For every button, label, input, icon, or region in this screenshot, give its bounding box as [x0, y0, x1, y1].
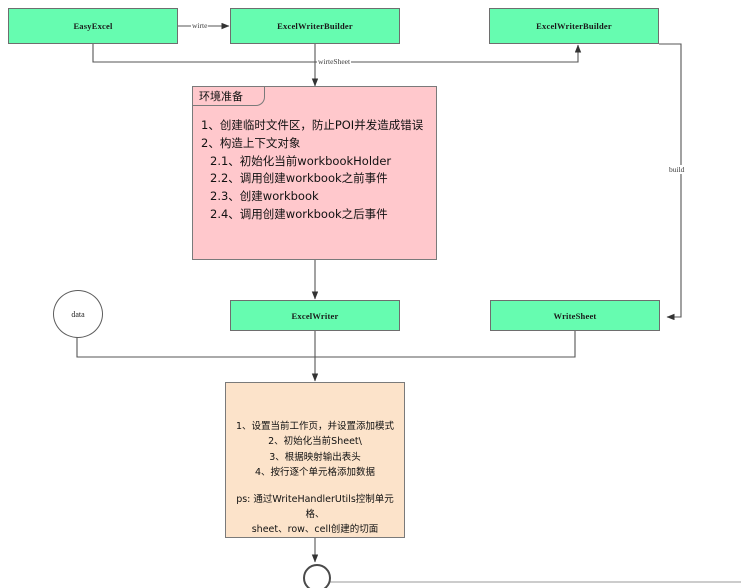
block-write-sheet-steps[interactable]: 1、设置当前工作页，并设置添加模式 2、初始化当前Sheet\ 3、根据映射输出…: [225, 382, 405, 538]
prep-body: 1、创建临时文件区，防止POI并发造成错误 2、构造上下文对象 2.1、初始化当…: [201, 117, 430, 224]
node-excelwriterbuilder-1[interactable]: ExcelWriterBuilder: [230, 8, 400, 44]
write-step-line: 4、按行逐个单元格添加数据: [254, 467, 376, 479]
node-excelwriterbuilder-2-label: ExcelWriterBuilder: [536, 21, 612, 31]
node-easyexcel[interactable]: EasyExcel: [8, 8, 178, 44]
prep-line: 2.1、初始化当前workbookHolder: [210, 153, 392, 168]
edge-label-build: build: [668, 165, 686, 174]
write-block-body: 1、设置当前工作页，并设置添加模式 2、初始化当前Sheet\ 3、根据映射输出…: [230, 419, 400, 538]
node-writesheet[interactable]: WriteSheet: [490, 300, 660, 331]
end-node-circle: [303, 564, 331, 588]
node-excelwriter[interactable]: ExcelWriter: [230, 300, 400, 331]
write-step-line: 1、设置当前工作页，并设置添加模式: [236, 421, 395, 432]
prep-tab-label: 环境准备: [199, 89, 243, 103]
edge-build: [659, 43, 682, 321]
prep-line: 2.4、调用创建workbook之后事件: [210, 207, 388, 222]
node-easyexcel-label: EasyExcel: [73, 21, 113, 31]
node-excelwriterbuilder-1-label: ExcelWriterBuilder: [277, 21, 353, 31]
prep-tab: 环境准备: [193, 87, 265, 106]
node-excelwriterbuilder-2[interactable]: ExcelWriterBuilder: [489, 8, 659, 44]
edge-writesheet-to-bus: [315, 331, 576, 358]
edge-label-wirte: wirte: [191, 21, 209, 30]
node-writesheet-label: WriteSheet: [553, 310, 597, 321]
node-data-source-label: data: [71, 309, 85, 319]
prep-line: 2、构造上下文对象: [201, 135, 301, 150]
write-block-spacer: [230, 481, 400, 492]
write-block-note-line: sheet、row、cell创建的切面: [251, 524, 379, 536]
prep-line: 2.3、创建workbook: [210, 189, 319, 204]
node-data-source[interactable]: data: [53, 290, 103, 338]
prep-line: 2.2、调用创建workbook之前事件: [210, 171, 388, 186]
prep-line: 1、创建临时文件区，防止POI并发造成错误: [201, 118, 424, 132]
write-block-note-line: ps: 通过WriteHandlerUtils控制单元格、: [236, 493, 394, 520]
node-excelwriter-label: ExcelWriter: [291, 310, 339, 321]
edge-label-wirtesheet: wirteSheet: [317, 57, 352, 66]
block-environment-preparation[interactable]: 环境准备 1、创建临时文件区，防止POI并发造成错误 2、构造上下文对象 2.1…: [192, 86, 437, 260]
write-step-line: 3、根据映射输出表头: [269, 451, 361, 463]
edge-data-to-bus: [76, 336, 315, 358]
write-step-line: 2、初始化当前Sheet\: [268, 436, 362, 448]
